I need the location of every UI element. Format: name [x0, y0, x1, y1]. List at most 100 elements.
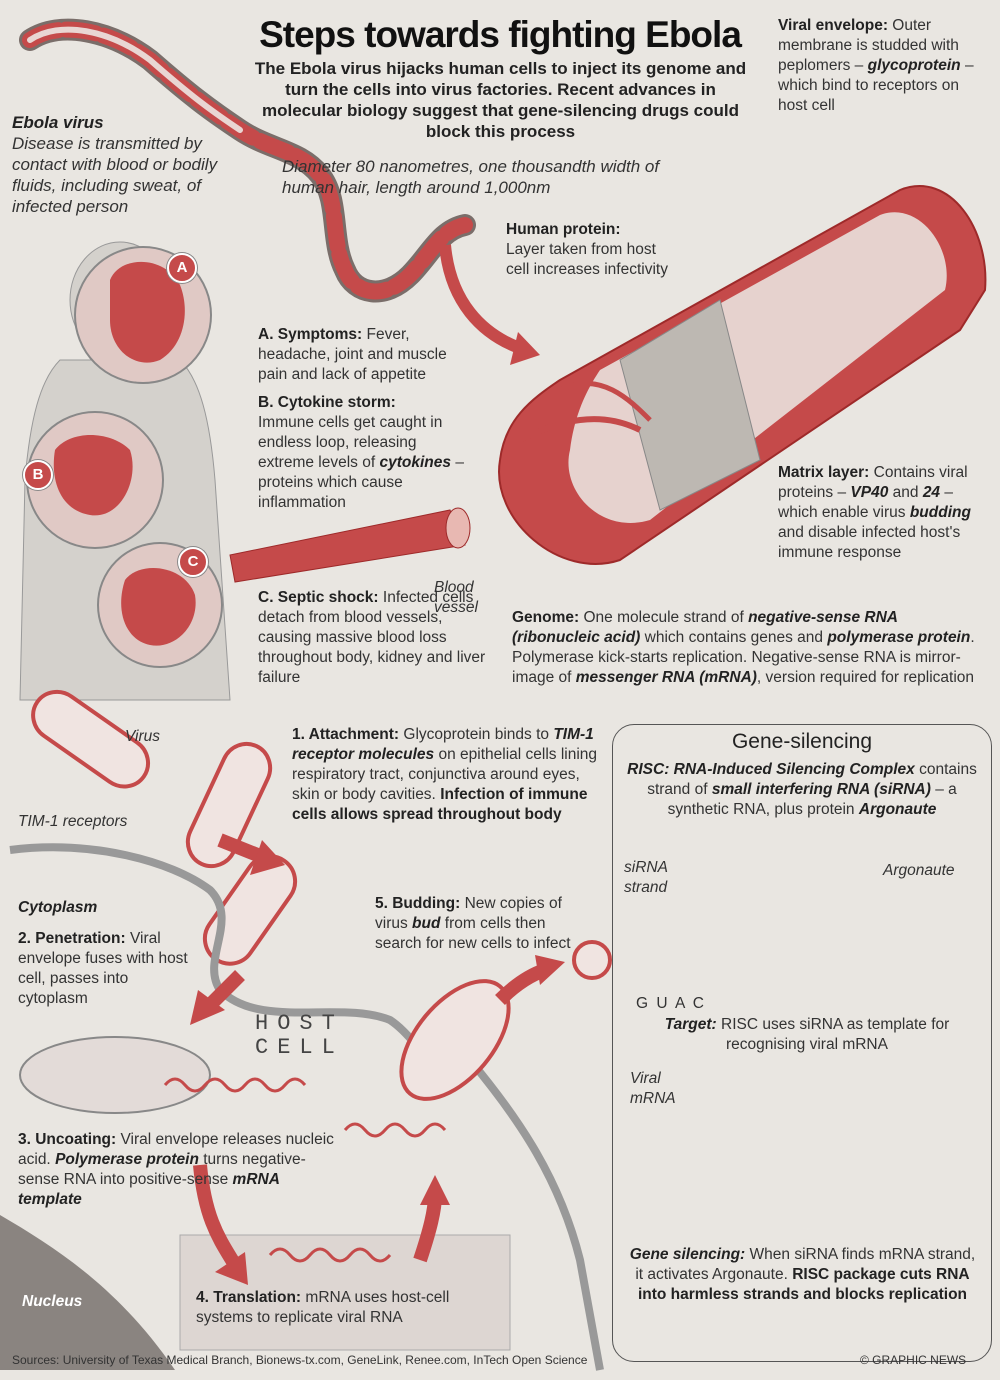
cytokine-text-1: Immune cells get caught in endless loop,…	[258, 414, 443, 471]
matrix-heading: Matrix layer:	[778, 464, 870, 481]
arrow-translate	[193, 1164, 242, 1269]
risc-block: RISC: RNA-Induced Silencing Complex cont…	[622, 760, 982, 820]
matrix-24: 24	[922, 484, 941, 501]
badge-a: A	[167, 253, 197, 283]
matrix-text-2: – which enable virus	[778, 484, 953, 521]
ebola-heading: Ebola virus	[12, 113, 104, 132]
step2-heading: 2. Penetration:	[18, 930, 126, 947]
silencing-heading: Gene silencing:	[629, 1246, 746, 1263]
envelope-text-2: – which bind to receptors on host cell	[778, 57, 974, 114]
risc-term: RISC: RNA-Induced Silencing Complex	[627, 761, 915, 778]
diameter-note: Diameter 80 nanometres, one thousandth w…	[282, 157, 660, 197]
ebola-virus-block: Ebola virus Disease is transmitted by co…	[12, 113, 237, 217]
cytoplasm-label: Cytoplasm	[18, 899, 98, 916]
host-cell-label: HOST CELL	[255, 1011, 344, 1060]
gene-silencing-title: Gene-silencing	[731, 730, 873, 753]
page-title: Steps towards fighting Ebola	[259, 14, 742, 55]
envelope-text-1: Outer membrane is studded with peplomers…	[778, 17, 959, 74]
step1-text-2: on epithelial cells lining respiratory t…	[292, 746, 598, 803]
step3-term: Polymerase protein	[55, 1151, 199, 1168]
target-block: Target: RISC uses siRNA as template for …	[632, 1015, 982, 1055]
genome-rna: negative-sense RNA (ribonucleic acid)	[512, 609, 898, 646]
matrix-and: and	[892, 484, 919, 501]
septic-heading: C. Septic shock:	[258, 589, 379, 606]
cytokine-heading: B. Cytokine storm:	[258, 394, 396, 411]
matrix-vp40: VP40	[850, 484, 889, 501]
step1-text-1: Glycoprotein binds to	[403, 726, 549, 743]
matrix-text-1: Contains viral proteins –	[778, 464, 968, 501]
step1-bold: Infection of immune cells allows spread …	[292, 786, 588, 823]
genome-text-3: . Polymerase kick-starts replication. Ne…	[512, 629, 975, 686]
badge-c: C	[178, 547, 208, 577]
page-subtitle: The Ebola virus hijacks human cells to i…	[254, 59, 747, 141]
target-heading: Target:	[664, 1016, 717, 1033]
viral-mrna-label: Viral mRNA	[630, 1070, 676, 1107]
septic-text: Infected cells detach from blood vessels…	[258, 589, 486, 686]
argonaute-label: Argonaute	[883, 862, 955, 879]
risc-argonaute: Argonaute	[858, 801, 937, 818]
step2-text: Viral envelope fuses with host cell, pas…	[18, 930, 188, 1007]
step3-text-2: turns negative-sense RNA into positive-s…	[18, 1151, 306, 1188]
nucleus-shape	[0, 1215, 175, 1370]
risc-sirna: small interfering RNA (siRNA)	[711, 781, 931, 798]
step4-heading: 4. Translation:	[196, 1289, 302, 1306]
risc-text-1: contains strand of	[647, 761, 977, 798]
genome-block: Genome: One molecule strand of negative-…	[512, 608, 982, 688]
risc-text-2: – a synthetic RNA, plus protein	[667, 781, 957, 818]
genome-text-2: which contains genes and	[644, 629, 824, 646]
human-protein-text: Layer taken from host cell increases inf…	[506, 241, 668, 278]
sirna-strand-label: siRNA strand	[624, 859, 668, 896]
step4-block: 4. Translation: mRNA uses host-cell syst…	[196, 1288, 506, 1328]
nucleus-label: Nucleus	[22, 1293, 83, 1310]
envelope-heading: Viral envelope:	[778, 17, 888, 34]
zoom-arrow	[439, 244, 527, 356]
step3-heading: 3. Uncoating:	[18, 1131, 117, 1148]
blood-vessel-shape	[229, 509, 466, 583]
human-protein-heading: Human protein:	[506, 221, 621, 238]
badge-b: B	[23, 460, 53, 490]
genome-polymerase: polymerase protein	[827, 629, 971, 646]
matrix-budding: budding	[909, 504, 971, 521]
step3-text-1: Viral envelope releases nucleic acid.	[18, 1131, 334, 1168]
step3-block: 3. Uncoating: Viral envelope releases nu…	[18, 1130, 338, 1210]
step5-text-1: New copies of virus	[375, 895, 562, 932]
step5-term: bud	[412, 915, 441, 932]
virus-label: Virus	[125, 728, 161, 745]
silencing-text: When siRNA finds mRNA strand, it activat…	[635, 1246, 976, 1283]
symptoms-block: A. Symptoms: Fever, headache, joint and …	[258, 325, 478, 385]
cytokine-text-2: – proteins which cause inflammation	[258, 454, 464, 511]
step1-term: TIM-1 receptor molecules	[292, 726, 594, 763]
virion-cross-section	[498, 185, 987, 565]
tim1-label: TIM-1 receptors	[18, 813, 128, 830]
step5-text-2: from cells then search for new cells to …	[375, 915, 571, 952]
step1-heading: 1. Attachment:	[292, 726, 400, 743]
step5-block: 5. Budding: New copies of virus bud from…	[375, 894, 575, 954]
step2-block: 2. Penetration: Viral envelope fuses wit…	[18, 929, 193, 1009]
symptoms-heading: A. Symptoms:	[258, 326, 363, 343]
step1-block: 1. Attachment: Glycoprotein binds to TIM…	[292, 725, 597, 825]
viral-envelope-block: Viral envelope: Outer membrane is studde…	[778, 16, 978, 116]
cytokine-term: cytokines	[379, 454, 451, 471]
ebola-text: Disease is transmitted by contact with b…	[12, 134, 218, 216]
guac-label: G U A C	[636, 995, 706, 1012]
blood-vessel-label: Blood vessel	[434, 579, 478, 616]
silencing-block: Gene silencing: When siRNA finds mRNA st…	[625, 1245, 980, 1305]
genome-text-1: One molecule strand of	[583, 609, 744, 626]
human-body	[19, 241, 231, 701]
gene-silencing-panel	[612, 724, 992, 1362]
cytokine-block: B. Cytokine storm: Immune cells get caug…	[258, 393, 470, 513]
step5-heading: 5. Budding:	[375, 895, 461, 912]
credit: © GRAPHIC NEWS	[860, 1353, 967, 1367]
genome-heading: Genome:	[512, 609, 580, 626]
target-text: RISC uses siRNA as template for recognis…	[721, 1016, 950, 1053]
genome-mrna: messenger RNA (mRNA)	[575, 669, 757, 686]
matrix-block: Matrix layer: Contains viral proteins – …	[778, 463, 978, 563]
septic-block: C. Septic shock: Infected cells detach f…	[258, 588, 490, 688]
symptoms-text: Fever, headache, joint and muscle pain a…	[258, 326, 447, 383]
envelope-term: glycoprotein	[867, 57, 961, 74]
step4-text: mRNA uses host-cell systems to replicate…	[196, 1289, 450, 1326]
silencing-bold: RISC package cuts RNA into harmless stra…	[637, 1266, 970, 1303]
steps-virus-shapes	[31, 689, 298, 966]
matrix-text-3: and disable infected host's immune respo…	[778, 524, 961, 561]
step3-term-2: mRNA template	[18, 1171, 280, 1208]
